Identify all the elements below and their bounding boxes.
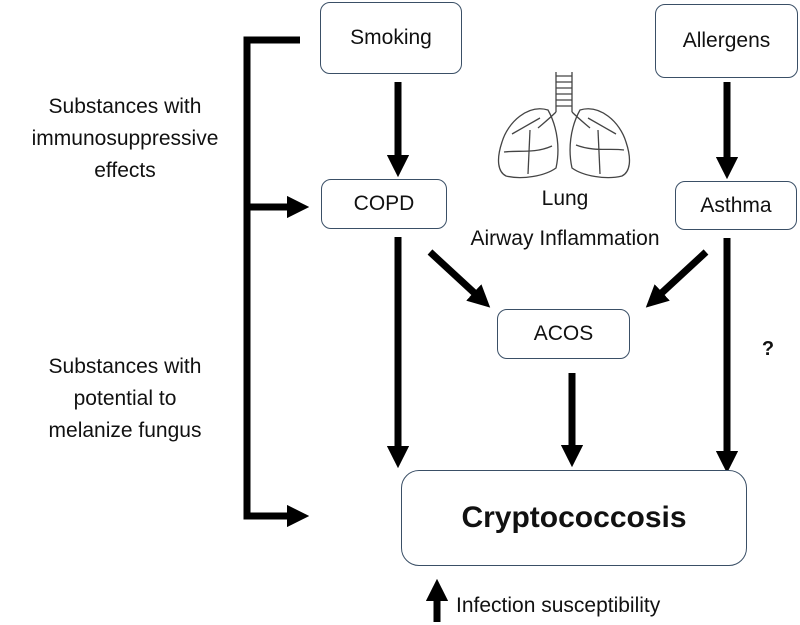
node-acos-label: ACOS: [533, 322, 594, 345]
airway-inflammation-label: Airway Inflammation: [470, 227, 660, 250]
melanize-line-2: potential to: [73, 387, 177, 410]
lung-label: Lung: [541, 187, 589, 210]
melanize-line-1: Substances with: [48, 355, 202, 378]
arrow-copd-to-acos: [427, 249, 491, 308]
immunosuppressive-line-2: immunosuppressive: [31, 127, 219, 150]
node-acos: ACOS: [497, 309, 630, 359]
node-smoking: Smoking: [320, 2, 462, 74]
node-copd: COPD: [321, 179, 447, 229]
melanize-line-3: melanize fungus: [48, 419, 202, 442]
immunosuppressive-label: Substances with immunosuppressive effect…: [0, 91, 250, 187]
node-allergens-label: Allergens: [682, 29, 771, 52]
melanize-label: Substances with potential to melanize fu…: [0, 351, 250, 447]
node-cryptococcosis: Cryptococcosis: [401, 470, 747, 566]
node-cryptococcosis-label: Cryptococcosis: [461, 501, 687, 534]
immunosuppressive-line-3: effects: [94, 159, 156, 182]
left-bracket: [243, 36, 300, 520]
node-allergens: Allergens: [655, 4, 798, 78]
lung-icon: [497, 72, 631, 179]
node-copd-label: COPD: [353, 192, 415, 215]
node-asthma-label: Asthma: [700, 193, 772, 217]
node-smoking-label: Smoking: [350, 26, 432, 49]
immunosuppressive-line-1: Substances with: [48, 95, 202, 118]
question-mark-label: ?: [761, 338, 775, 360]
arrow-asthma-to-acos: [645, 249, 709, 308]
node-asthma: Asthma: [675, 181, 797, 230]
infection-susceptibility-label: Infection susceptibility: [456, 594, 661, 617]
